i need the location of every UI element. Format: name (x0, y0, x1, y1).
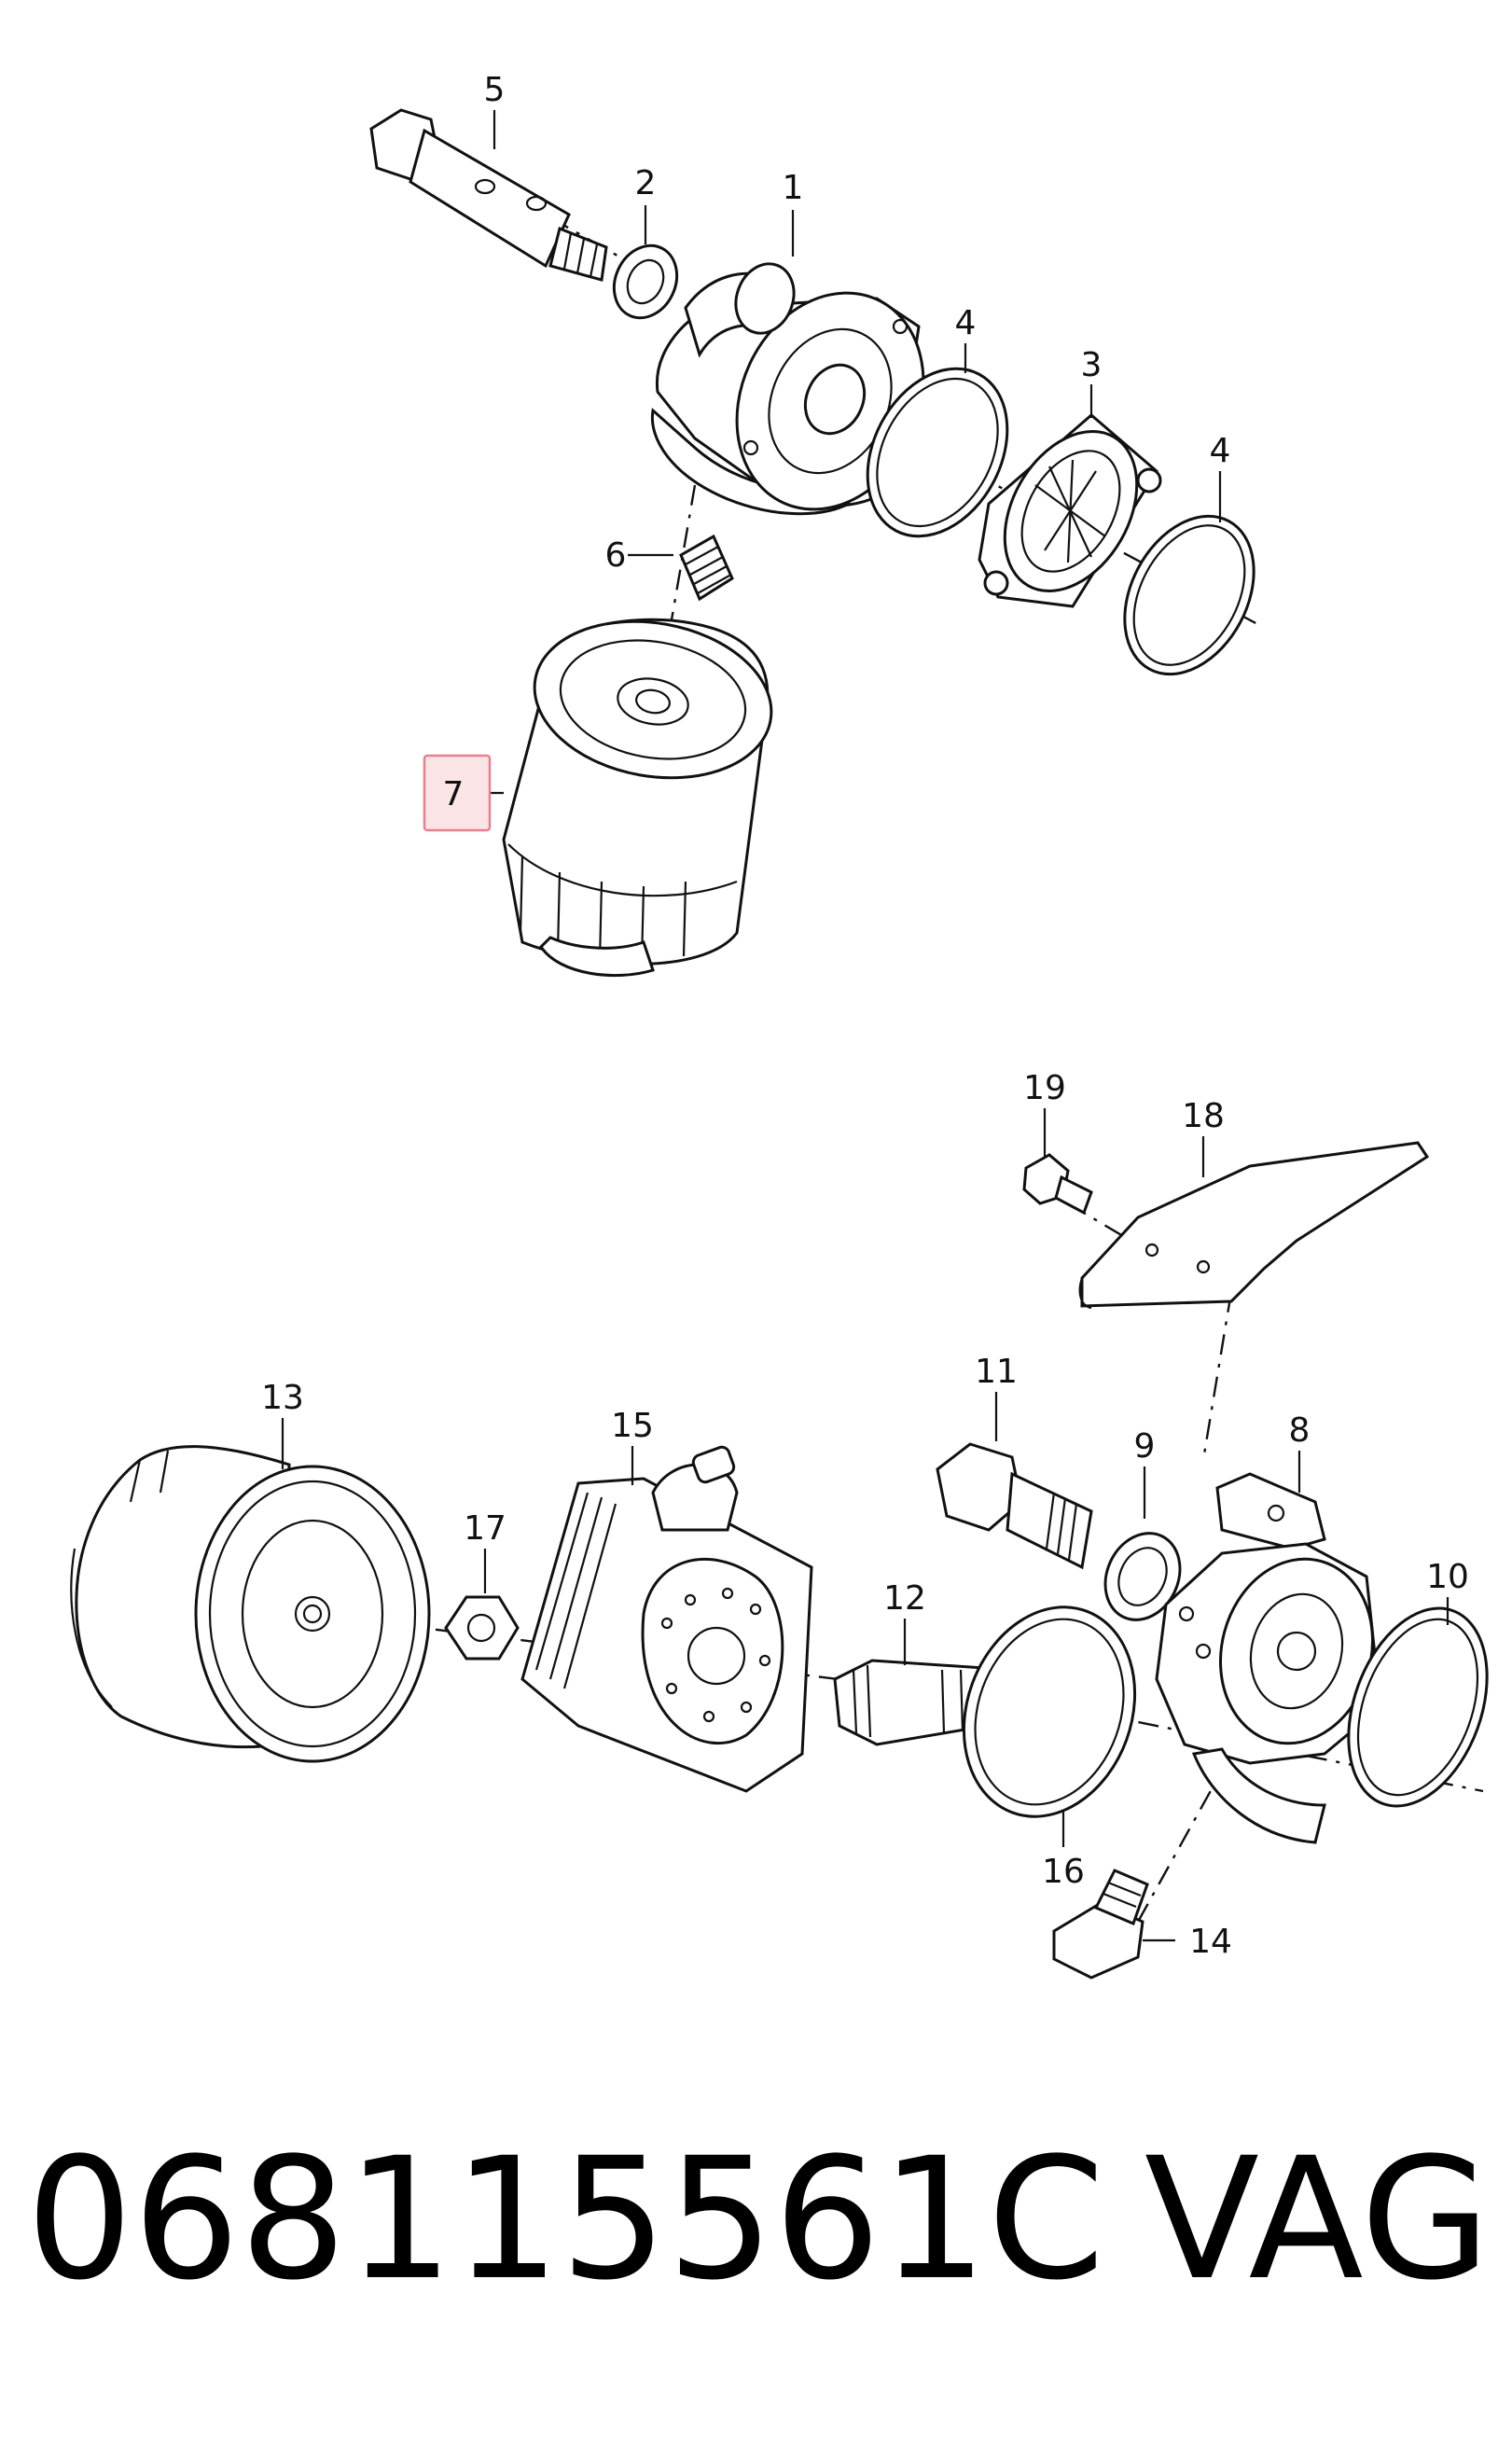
callout-7: 7 (443, 775, 465, 813)
callout-14: 14 (1189, 1923, 1232, 1961)
bracket-gasket-part (1347, 1606, 1489, 1808)
callout-1: 1 (783, 169, 804, 207)
callout-17: 17 (464, 1509, 506, 1548)
callout-19: 19 (1023, 1069, 1066, 1107)
callout-2: 2 (635, 164, 657, 202)
gasket-part-lower (1123, 514, 1255, 676)
spin-on-filter-part (70, 1445, 431, 1763)
callout-13: 13 (261, 1379, 304, 1417)
gasket-part-upper (866, 367, 1009, 538)
callout-4-lower: 4 (1210, 432, 1231, 470)
exploded-parts-diagram: 5 2 1 4 3 4 6 7 19 18 11 9 8 10 13 17 15… (70, 71, 1489, 1980)
oil-filter-part (502, 618, 773, 978)
bracket-bolt-part (1022, 1153, 1093, 1216)
cooler-bracket-part (1155, 1472, 1382, 1844)
callout-5: 5 (484, 71, 506, 109)
hollow-bolt-part (369, 108, 608, 282)
threaded-stud-part (679, 534, 734, 602)
top-assembly (369, 108, 1260, 978)
cooler-plate-part (978, 413, 1162, 608)
bolt-washer-part (1103, 1532, 1182, 1621)
part-caption: 068115561C VAG (26, 2118, 1491, 2323)
heat-shield-part (1078, 1141, 1430, 1310)
callout-3: 3 (1081, 346, 1103, 384)
callout-labels: 5 2 1 4 3 4 6 7 19 18 11 9 8 10 13 17 15… (261, 71, 1469, 1961)
sealing-washer-part (612, 243, 679, 320)
callout-6: 6 (605, 536, 627, 575)
callout-4-upper: 4 (955, 304, 977, 342)
banjo-bolt-part (936, 1442, 1093, 1570)
callout-18: 18 (1182, 1097, 1225, 1135)
nut-part (444, 1595, 520, 1661)
drain-plug-part (1052, 1869, 1149, 1980)
callout-9: 9 (1134, 1427, 1156, 1466)
callout-8: 8 (1289, 1411, 1311, 1450)
oil-cooler-part (520, 1445, 813, 1793)
callout-16: 16 (1042, 1853, 1085, 1891)
callout-12: 12 (883, 1579, 926, 1618)
cooler-gasket-part (962, 1605, 1137, 1818)
callout-10: 10 (1426, 1558, 1469, 1596)
callout-7-highlight (423, 754, 492, 832)
callout-15: 15 (611, 1407, 654, 1445)
brand-name: VAG (1144, 2122, 1491, 2317)
part-number: 068115561C (26, 2122, 1105, 2317)
bottom-assembly (70, 1108, 1489, 1980)
callout-11: 11 (975, 1353, 1018, 1391)
